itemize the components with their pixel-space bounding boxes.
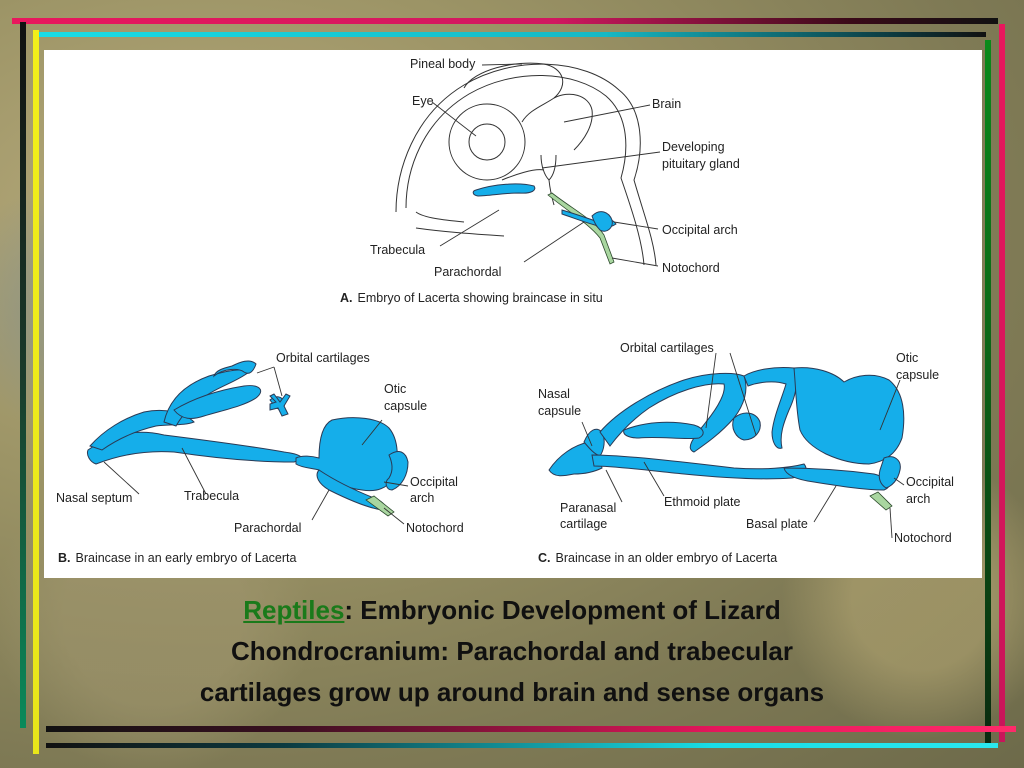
- frame-bottom-magenta: [46, 726, 1016, 732]
- title-line-1: Reptiles: Embryonic Development of Lizar…: [60, 590, 964, 631]
- label-a-brain: Brain: [652, 97, 681, 111]
- caption-b: B. Braincase in an early embryo of Lacert…: [58, 551, 296, 565]
- label-b-otic-2: capsule: [384, 399, 427, 413]
- occipital-arch-b-cartilage: [385, 451, 409, 491]
- frame-left-dark: [20, 22, 26, 728]
- orbital-c-cartilage-1: [599, 372, 747, 453]
- label-b-orbital: Orbital cartilages: [276, 351, 370, 365]
- label-a-notochord: Notochord: [662, 261, 720, 275]
- ethmoid-plate-c-cartilage: [591, 454, 807, 480]
- nasal-capsule-c-cartilage: [548, 441, 603, 477]
- label-c-occipital-2: arch: [906, 492, 930, 506]
- title-keyword-link[interactable]: Reptiles: [243, 595, 345, 625]
- label-c-notochord: Notochord: [894, 531, 952, 545]
- label-b-otic-1: Otic: [384, 382, 406, 396]
- frame-bottom-cyan: [46, 743, 998, 748]
- trabecula-b-cartilage: [87, 431, 302, 465]
- caption-b-letter: B.: [58, 551, 71, 565]
- label-c-ethmoid: Ethmoid plate: [664, 495, 740, 509]
- figure-c: Orbital cartilages Otic capsule Nasal ca…: [538, 341, 954, 565]
- otic-capsule-c-cartilage: [793, 367, 905, 465]
- frame-right-green: [985, 40, 991, 744]
- title-line-2: Chondrocranium: Parachordal and trabecul…: [230, 636, 793, 666]
- slide-title: Reptiles: Embryonic Development of Lizar…: [60, 590, 964, 713]
- frame-top-magenta: [12, 18, 998, 24]
- caption-a-letter: A.: [340, 291, 353, 305]
- label-a-trabecula: Trabecula: [370, 243, 425, 257]
- figure-b: Orbital cartilages Otic capsule Occipita…: [56, 351, 464, 565]
- label-c-paranasal-2: cartilage: [560, 517, 607, 531]
- frame-top-cyan: [34, 32, 986, 37]
- label-c-otic-2: capsule: [896, 368, 939, 382]
- paranasal-c-cartilage: [583, 428, 605, 457]
- label-a-pituitary-1: Developing: [662, 140, 725, 154]
- title-line-3: cartilages grow up around brain and sens…: [199, 677, 825, 707]
- caption-c: C. Braincase in an older embryo of Lacert…: [538, 551, 777, 565]
- label-c-nasal-1: Nasal: [538, 387, 570, 401]
- frame-left-yellow: [33, 30, 39, 754]
- label-b-occipital-2: arch: [410, 491, 434, 505]
- occipital-arch-c-cartilage: [878, 456, 901, 489]
- label-c-orbital: Orbital cartilages: [620, 341, 714, 355]
- basal-plate-c-cartilage: [783, 467, 890, 491]
- orbital-b-cartilage-5: [269, 393, 291, 417]
- caption-a: A. Embryo of Lacerta showing braincase in…: [340, 291, 603, 305]
- caption-a-text: Embryo of Lacerta showing braincase in s…: [358, 291, 603, 305]
- notochord-b: [365, 495, 395, 517]
- label-c-otic-1: Otic: [896, 351, 918, 365]
- orbital-c-cartilage-2: [623, 421, 704, 440]
- label-b-nasal-septum: Nasal septum: [56, 491, 132, 505]
- notochord-c: [869, 491, 893, 511]
- caption-c-text: Braincase in an older embryo of Lacerta: [556, 551, 778, 565]
- orbital-c-cartilage-4: [732, 412, 761, 441]
- label-c-basal: Basal plate: [746, 517, 808, 531]
- figure-panel: Pineal body Eye Brain Developing pituita…: [44, 50, 982, 578]
- braincase-diagram: Pineal body Eye Brain Developing pituita…: [56, 57, 954, 565]
- label-a-pineal: Pineal body: [410, 57, 476, 71]
- caption-c-letter: C.: [538, 551, 551, 565]
- label-a-pituitary-2: pituitary gland: [662, 157, 740, 171]
- label-a-occipital-arch: Occipital arch: [662, 223, 738, 237]
- frame-right-magenta: [999, 24, 1005, 742]
- label-b-trabecula: Trabecula: [184, 489, 239, 503]
- orbital-b-cartilage-3: [212, 360, 257, 378]
- otic-capsule-b-cartilage: [295, 417, 398, 492]
- occipital-arch-a-cartilage: [591, 211, 613, 232]
- label-b-occipital-1: Occipital: [410, 475, 458, 489]
- orbital-b-cartilage-2: [173, 385, 262, 419]
- title-line-1-rest: : Embryonic Development of Lizard: [344, 595, 781, 625]
- label-c-nasal-2: capsule: [538, 404, 581, 418]
- label-b-notochord: Notochord: [406, 521, 464, 535]
- label-a-parachordal: Parachordal: [434, 265, 501, 279]
- label-b-parachordal: Parachordal: [234, 521, 301, 535]
- label-c-paranasal-1: Paranasal: [560, 501, 616, 515]
- trabecula-a-cartilage: [472, 183, 536, 197]
- label-c-occipital-1: Occipital: [906, 475, 954, 489]
- figure-a: Pineal body Eye Brain Developing pituita…: [340, 57, 740, 305]
- label-a-eye: Eye: [412, 94, 434, 108]
- caption-b-text: Braincase in an early embryo of Lacerta: [76, 551, 297, 565]
